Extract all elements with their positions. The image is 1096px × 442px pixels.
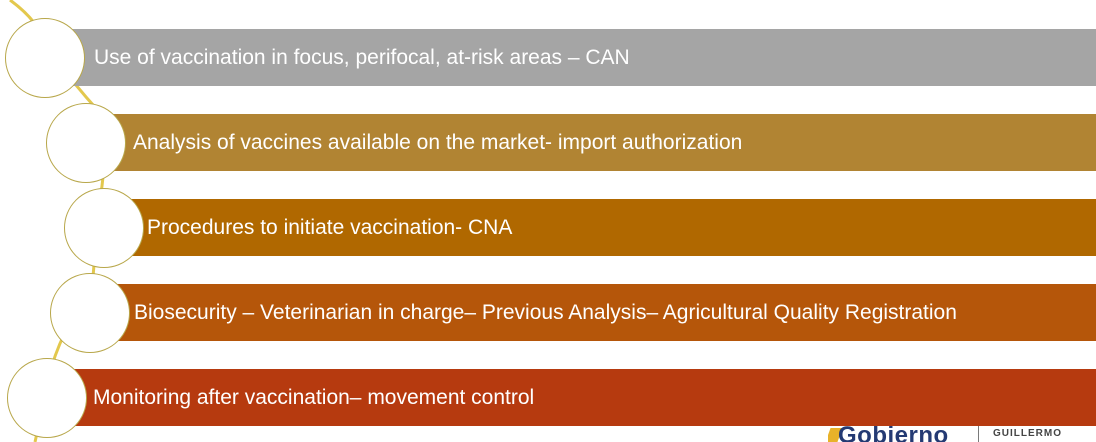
government-logo: Gobierno GUILLERMO [828, 426, 1096, 442]
step-label-5: Monitoring after vaccination– movement c… [93, 385, 535, 409]
step-circle-2 [46, 103, 126, 183]
step-circle-1 [5, 18, 85, 98]
logo-subtext: GUILLERMO [993, 428, 1062, 439]
step-circle-4 [50, 273, 130, 353]
step-bar-4: Biosecurity – Veterinarian in charge– Pr… [94, 284, 1096, 341]
step-label-4: Biosecurity – Veterinarian in charge– Pr… [134, 300, 957, 324]
step-label-3: Procedures to initiate vaccination- CNA [147, 215, 513, 239]
step-bar-1: Use of vaccination in focus, perifocal, … [40, 29, 1096, 86]
step-circle-3 [64, 188, 144, 268]
step-bar-3: Procedures to initiate vaccination- CNA [100, 199, 1096, 256]
step-circle-5 [7, 358, 87, 438]
logo-text: Gobierno [838, 426, 949, 442]
step-label-2: Analysis of vaccines available on the ma… [133, 130, 743, 154]
step-label-1: Use of vaccination in focus, perifocal, … [94, 45, 630, 69]
step-bar-2: Analysis of vaccines available on the ma… [98, 114, 1096, 171]
step-bar-5: Monitoring after vaccination– movement c… [45, 369, 1096, 426]
logo-divider [978, 426, 979, 442]
